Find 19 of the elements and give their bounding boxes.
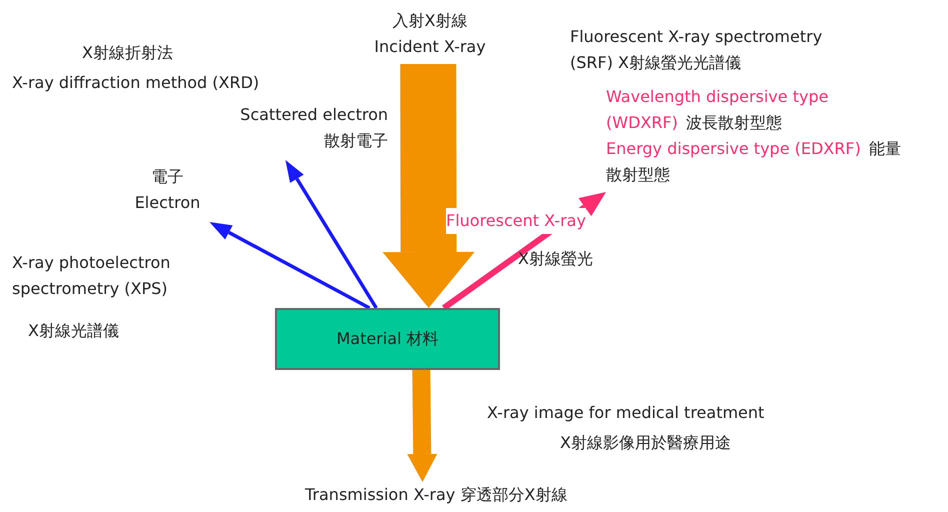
method-label: Fluorescent X-ray spectrometry (SRF) X射線螢光光譜儀 xyxy=(570,26,824,74)
text-label: 入射X射線 Incident X-ray xyxy=(340,8,520,64)
material-box: Material 材料 xyxy=(275,308,500,370)
arrow xyxy=(285,160,378,309)
method-label: X射線折射法 xyxy=(82,42,173,64)
method-label: X射線光譜儀 xyxy=(28,320,119,342)
edge-label: Fluorescent X-ray xyxy=(446,208,586,234)
arrow xyxy=(382,64,475,308)
text-label: Scattered electron 散射電子 xyxy=(160,102,388,160)
arrow xyxy=(210,222,370,310)
method-label: X-ray diffraction method (XRD) xyxy=(12,72,260,94)
annotation-text: X射線螢光 xyxy=(518,248,593,270)
note-text: X射線影像用於醫療用途 xyxy=(560,432,731,454)
method-label: X-ray photoelectron spectrometry (XPS) xyxy=(12,252,172,300)
text-label: Wavelength dispersive type (WDXRF) 波長散射型態 Energy dispersive type (EDXRF) 能量散射型態 xyxy=(606,84,906,192)
arrow xyxy=(407,370,438,482)
text-label: 電子 Electron xyxy=(115,164,220,222)
text-label: Transmission X-ray 穿透部分X射線 xyxy=(305,482,775,510)
note-text: X-ray image for medical treatment xyxy=(487,402,764,424)
